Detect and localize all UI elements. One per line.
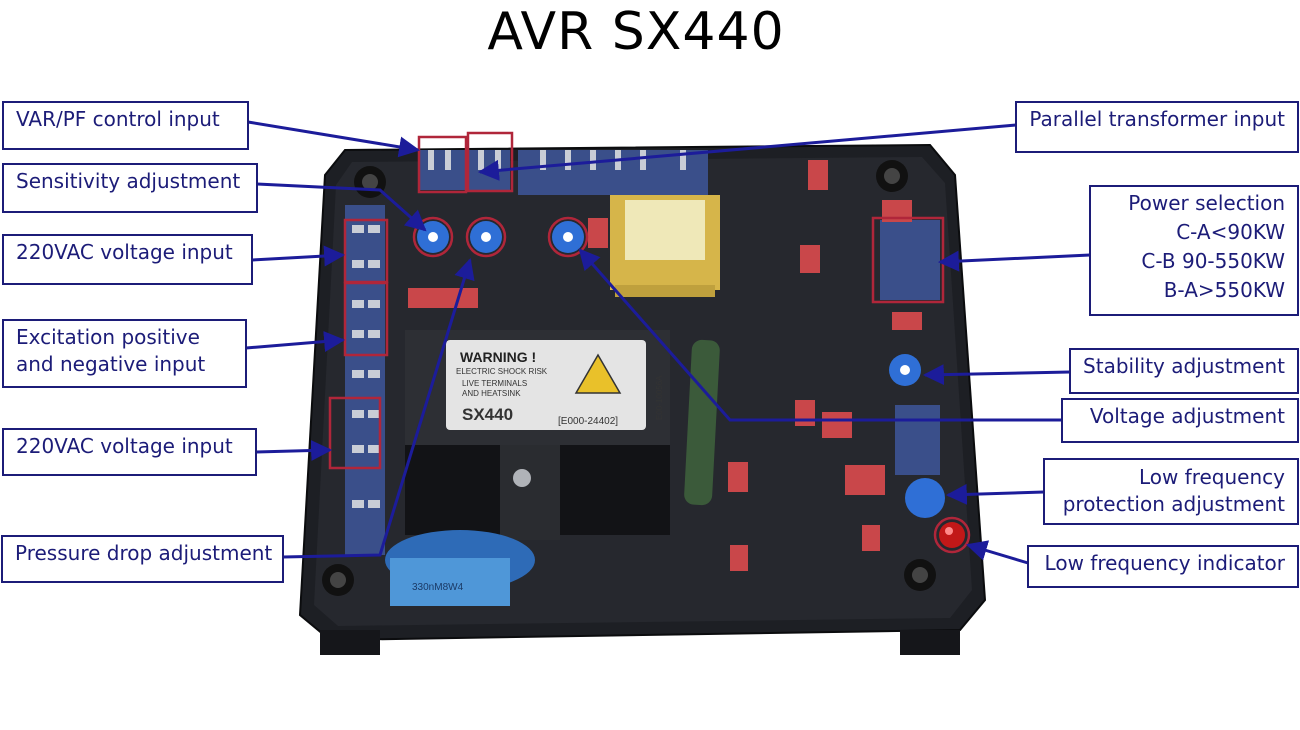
warning-terminals-2: AND HEATSINK	[462, 389, 521, 398]
label-pressure-drop-adjustment: Pressure drop adjustment	[1, 535, 284, 583]
model-label: SX440	[462, 405, 513, 424]
warning-subtitle: ELECTRIC SHOCK RISK	[456, 367, 548, 376]
arrow-excitation	[245, 331, 346, 353]
mounting-hole	[354, 166, 386, 198]
label-excitation-line2: and negative input	[16, 352, 206, 376]
label-220vac-top-text: 220VAC voltage input	[16, 240, 233, 264]
arrow-power-selection	[937, 250, 1091, 272]
label-low-freq-indicator-text: Low frequency indicator	[1044, 551, 1285, 575]
page-title: AVR SX440	[487, 2, 785, 62]
label-220vac-bottom-text: 220VAC voltage input	[16, 434, 233, 458]
label-low-freq-protection-line2: protection adjustment	[1062, 492, 1285, 516]
arrow-parallel-transformer	[477, 123, 1017, 181]
transformer	[610, 195, 720, 297]
pressure-drop-potentiometer	[470, 221, 502, 253]
arrow-var-pf	[247, 120, 421, 158]
label-voltage-adjustment: Voltage adjustment	[1061, 398, 1299, 443]
label-stability-adjustment: Stability adjustment	[1069, 348, 1299, 394]
capacitor-text: 330nM8W4	[412, 582, 464, 593]
label-power-selection: Power selection C-A<90KW C-B 90-550KW B-…	[1089, 185, 1299, 316]
mounting-hole	[904, 559, 936, 591]
warning-module: WARNING ! ELECTRIC SHOCK RISK LIVE TERMI…	[405, 330, 670, 445]
label-voltage-text: Voltage adjustment	[1089, 404, 1285, 428]
mounting-hole	[876, 160, 908, 192]
label-var-pf-control-input: VAR/PF control input	[2, 101, 249, 150]
callout-arrows	[245, 120, 1091, 565]
label-power-selection-ba: B-A>550KW	[1163, 278, 1285, 302]
right-terminal-block	[880, 220, 940, 475]
arrow-sensitivity	[256, 182, 427, 232]
voltage-potentiometer	[552, 221, 584, 253]
low-frequency-potentiometer	[905, 478, 945, 518]
label-excitation-input: Excitation positive and negative input	[2, 319, 247, 388]
label-low-frequency-indicator: Low frequency indicator	[1027, 545, 1299, 588]
label-sensitivity-adjustment: Sensitivity adjustment	[2, 163, 258, 213]
label-power-selection-title: Power selection	[1128, 191, 1285, 215]
arrow-stability	[922, 364, 1071, 386]
label-power-selection-cb: C-B 90-550KW	[1141, 249, 1285, 273]
heatsink	[405, 445, 670, 540]
label-low-frequency-protection-adjustment: Low frequency protection adjustment	[1043, 458, 1299, 525]
label-var-pf-text: VAR/PF control input	[16, 107, 220, 131]
label-parallel-transformer-input: Parallel transformer input	[1015, 101, 1299, 153]
board-foot	[900, 630, 960, 655]
label-excitation-line1: Excitation positive	[16, 325, 200, 349]
part-number: [E000-24402]	[558, 416, 618, 427]
smd-components	[408, 160, 922, 571]
label-low-freq-protection-line1: Low frequency	[1138, 465, 1285, 489]
highlight-boxes	[328, 131, 971, 554]
high-voltage-icon	[574, 353, 622, 394]
power-resistor	[684, 339, 720, 506]
label-pressure-drop-text: Pressure drop adjustment	[15, 541, 273, 565]
arrow-220vac-bottom	[255, 440, 333, 462]
left-terminal-strip	[345, 205, 385, 555]
stability-potentiometer	[889, 354, 921, 386]
warning-title: WARNING !	[460, 349, 536, 365]
label-220vac-voltage-input-top: 220VAC voltage input	[2, 234, 253, 285]
arrow-voltage	[578, 248, 1062, 422]
warning-terminals-1: LIVE TERMINALS	[462, 379, 527, 388]
label-sensitivity-text: Sensitivity adjustment	[16, 169, 241, 193]
blue-capacitor: 330nM8W4	[385, 530, 535, 606]
board-foot	[320, 630, 380, 655]
mounting-hole	[322, 564, 354, 596]
side-code: E00-10056A	[655, 375, 664, 420]
label-stability-text: Stability adjustment	[1083, 354, 1285, 378]
top-terminal-strip	[420, 150, 708, 195]
arrow-low-freq-protection	[945, 483, 1045, 505]
label-power-selection-ca: C-A<90KW	[1176, 220, 1285, 244]
low-frequency-led	[939, 522, 965, 548]
arrow-pressure-drop	[282, 257, 475, 559]
arrow-220vac-top	[251, 245, 346, 267]
label-parallel-transformer-text: Parallel transformer input	[1029, 107, 1285, 131]
arrow-low-freq-indicator	[965, 540, 1029, 565]
label-220vac-voltage-input-bottom: 220VAC voltage input	[2, 428, 257, 476]
